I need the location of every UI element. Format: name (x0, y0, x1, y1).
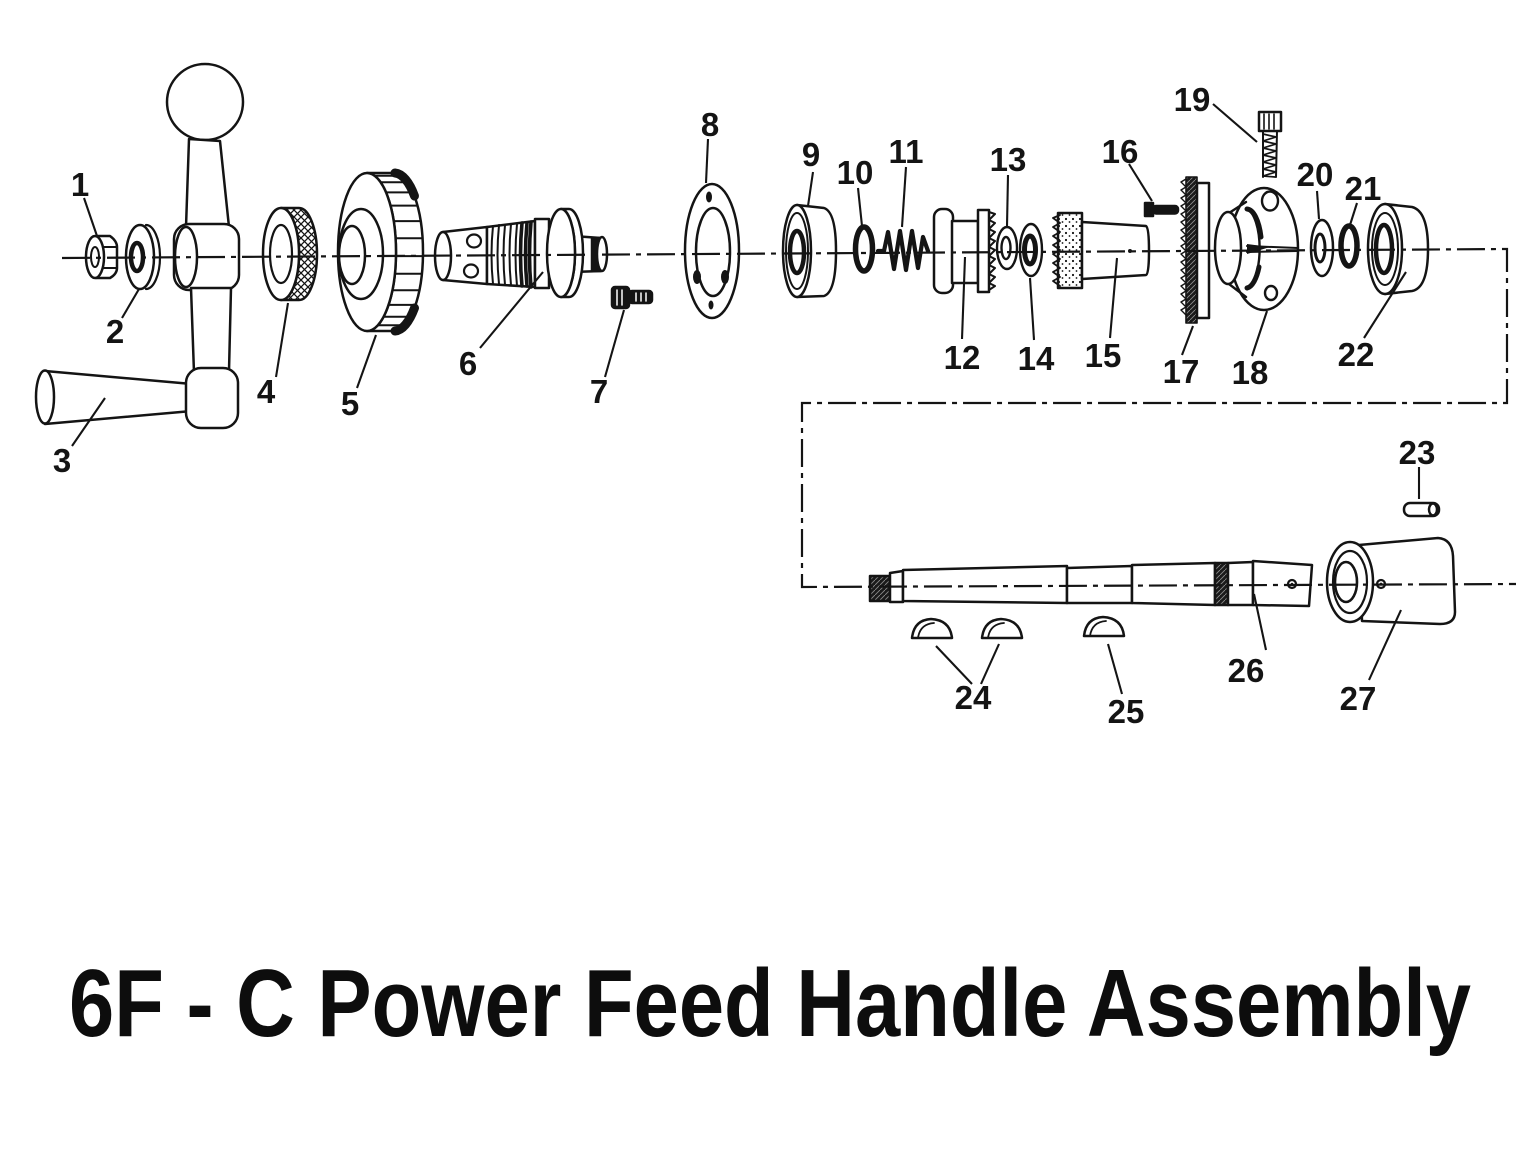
callout-26 (1252, 593, 1268, 651)
callout-label-2: 2 (106, 313, 124, 350)
callout-label-22: 22 (1338, 336, 1375, 373)
callout-label-4: 4 (257, 373, 276, 410)
part-14-retaining-ring (1018, 222, 1044, 278)
callout-13 (1005, 174, 1010, 227)
callout-24 (935, 643, 1000, 685)
callout-11 (900, 166, 908, 228)
callout-label-10: 10 (837, 154, 874, 191)
part-21-o-ring (1338, 223, 1360, 269)
callout-label-5: 5 (341, 385, 359, 422)
callout-8 (704, 138, 710, 184)
callout-20 (1315, 190, 1321, 220)
callout-label-8: 8 (701, 106, 719, 143)
dial-knurl-arc-bottom (390, 303, 419, 336)
dial-graduations (373, 174, 424, 327)
callout-12 (960, 256, 967, 340)
centerline (61, 247, 1517, 589)
callout-label-16: 16 (1102, 133, 1139, 170)
callout-label-15: 15 (1085, 337, 1122, 374)
callout-5 (356, 334, 377, 389)
handle-grip (43, 369, 194, 426)
callout-18 (1251, 310, 1268, 357)
part-7-set-screw (610, 285, 654, 310)
callout-label-3: 3 (53, 442, 71, 479)
part-5-graduated-dial (336, 168, 425, 336)
part-16-pin (1143, 201, 1180, 218)
part-10-retaining-ring (852, 224, 876, 274)
callout-6 (479, 271, 544, 349)
part-4-knurled-nut (261, 206, 319, 302)
callout-label-14: 14 (1018, 340, 1055, 377)
part-9-ball-bearing (781, 203, 838, 299)
part-1-hex-nut (84, 234, 119, 280)
callout-label-18: 18 (1232, 354, 1269, 391)
callout-label-26: 26 (1228, 652, 1265, 689)
callout-label-27: 27 (1340, 680, 1377, 717)
callout-7 (603, 309, 626, 378)
part-23-dowel-pin (1402, 501, 1441, 518)
part-8-cover-plate (683, 182, 741, 320)
part-13-washer (995, 225, 1019, 271)
part-25-woodruff-key (1082, 615, 1126, 638)
callout-label-25: 25 (1108, 693, 1145, 730)
callout-label-9: 9 (802, 136, 820, 173)
dial-knurl-arc-top (390, 168, 419, 201)
callout-1 (83, 197, 98, 237)
callout-22 (1363, 271, 1407, 339)
callout-label-13: 13 (990, 141, 1027, 178)
callout-15 (1108, 257, 1119, 339)
callout-27 (1368, 609, 1402, 681)
callout-21 (1348, 202, 1359, 226)
callout-14 (1028, 277, 1036, 341)
callout-25 (1106, 643, 1124, 695)
handle-elbow (184, 366, 240, 430)
callout-16 (1128, 163, 1153, 202)
callout-label-7: 7 (590, 373, 608, 410)
callout-19 (1212, 103, 1258, 143)
flange-face (545, 207, 577, 299)
part-27-shaft-coupling (1325, 536, 1457, 626)
handle-grip-cap (34, 369, 56, 425)
callout-label-21: 21 (1345, 170, 1382, 207)
callout-2 (121, 288, 140, 319)
callout-label-23: 23 (1399, 434, 1436, 471)
callout-label-6: 6 (459, 345, 477, 382)
part-24-woodruff-keys (910, 617, 1024, 640)
callout-label-11: 11 (889, 133, 924, 170)
callout-label-19: 19 (1174, 81, 1211, 118)
part-6-threaded-body (433, 207, 609, 299)
part-18-clamp-collar (1213, 186, 1300, 312)
callout-label-12: 12 (944, 339, 981, 376)
part-19-cap-screw (1257, 110, 1283, 178)
callout-label-17: 17 (1163, 353, 1200, 390)
callout-4 (274, 302, 290, 378)
callout-label-24: 24 (955, 679, 992, 716)
callout-label-1: 1 (71, 166, 89, 203)
callout-10 (856, 187, 864, 227)
drawing-title: 6F - C Power Feed Handle Assembly (69, 950, 1471, 1057)
handle-upper-arm (184, 137, 231, 229)
part-26-feed-shaft (868, 559, 1314, 608)
part-20-washer (1309, 218, 1335, 278)
callout-3 (71, 397, 106, 447)
handle-lower-arm (189, 286, 233, 375)
handle-ball (165, 62, 245, 142)
callout-9 (806, 171, 815, 207)
callout-17 (1181, 325, 1194, 356)
callout-label-20: 20 (1297, 156, 1334, 193)
part-11-spring (875, 228, 931, 273)
dial-bore (337, 224, 367, 286)
part-3-crank-handle (34, 62, 245, 430)
